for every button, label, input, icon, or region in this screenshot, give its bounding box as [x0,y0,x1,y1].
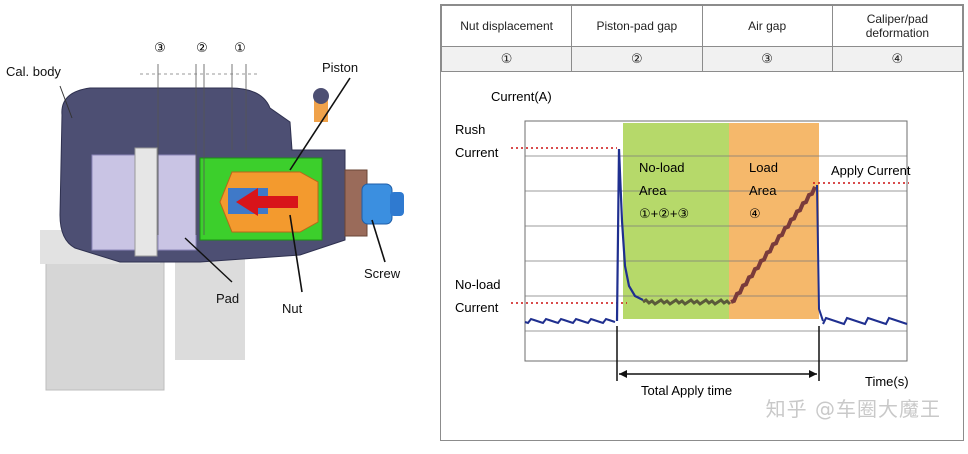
no-load-area-line2: Area [639,183,667,198]
watermark: 知乎 @车圈大魔王 [765,397,941,421]
marker-2: ② [196,40,208,55]
label-piston: Piston [322,60,359,75]
label-pad: Pad [216,291,240,306]
disc [134,147,158,257]
caliper-cross-section: ③ ② ① Cal. body Piston Screw Pad Nut [0,0,440,449]
phase-number-3: ③ [701,46,833,72]
no-load-area-fill [623,123,729,319]
leader-cal-body [59,85,73,119]
x-axis-label: Time(s) [865,374,909,389]
screw-head [361,183,393,225]
phase-header-deformation: Caliper/pad deformation [831,5,964,47]
inner-pad [157,154,197,251]
caliper-drawing: ③ ② ① [40,40,404,391]
disc-hub [45,254,165,391]
load-area-line2: Area [749,183,777,198]
drop-trace [816,184,824,322]
bleed-cap [313,88,329,104]
y-axis-label: Current(A) [491,89,552,104]
idle-trace-after [822,316,908,326]
phase-header-row: Nut displacement Piston-pad gap Air gap … [440,5,964,47]
leader-pad [184,237,233,283]
leader-screw [371,219,386,263]
leader-nut [289,214,303,293]
apply-time-arrow-right [809,370,817,378]
screw-tip [390,192,404,216]
leader-piston [289,77,351,171]
no-load-label-line1: No-load [455,277,501,292]
phase-number-2: ② [571,46,703,72]
current-chart: Current(A) Rush Current No-load Current … [455,89,911,398]
marker-1: ① [234,40,246,55]
load-ramp-trace [730,185,817,304]
rush-spike-trace [615,148,644,322]
total-apply-time-label: Total Apply time [641,383,732,398]
no-load-label-line2: Current [455,300,499,315]
grid-overlay [525,155,907,332]
no-load-area-line1: No-load [639,160,685,175]
phase-number-4: ④ [831,46,964,72]
apply-current-panel: Nut displacement Piston-pad gap Air gap … [440,4,964,441]
phase-header-nut-displacement: Nut displacement [440,5,573,47]
label-cal-body: Cal. body [6,64,61,79]
apply-current-label: Apply Current [831,163,911,178]
plot-frame [524,120,908,362]
no-load-area-line3: ①+②+③ [639,206,689,221]
load-area-line1: Load [749,160,778,175]
phase-header-air-gap: Air gap [701,5,833,47]
phase-number-row: ① ② ③ ④ [440,46,964,72]
label-screw: Screw [364,266,401,281]
rush-label-line1: Rush [455,122,485,137]
rush-label-line2: Current [455,145,499,160]
no-load-trace [642,298,732,306]
idle-trace-before [524,317,616,325]
phase-number-1: ① [440,46,573,72]
motion-arrow [236,188,298,216]
label-nut: Nut [282,301,303,316]
phase-header-piston-pad-gap: Piston-pad gap [571,5,703,47]
current-trace [524,148,908,326]
marker-3: ③ [154,40,166,55]
phase-table: Nut displacement Piston-pad gap Air gap … [440,5,964,72]
apply-time-arrow-left [619,370,627,378]
load-area-line3: ④ [749,206,761,221]
outer-pad [91,154,141,251]
